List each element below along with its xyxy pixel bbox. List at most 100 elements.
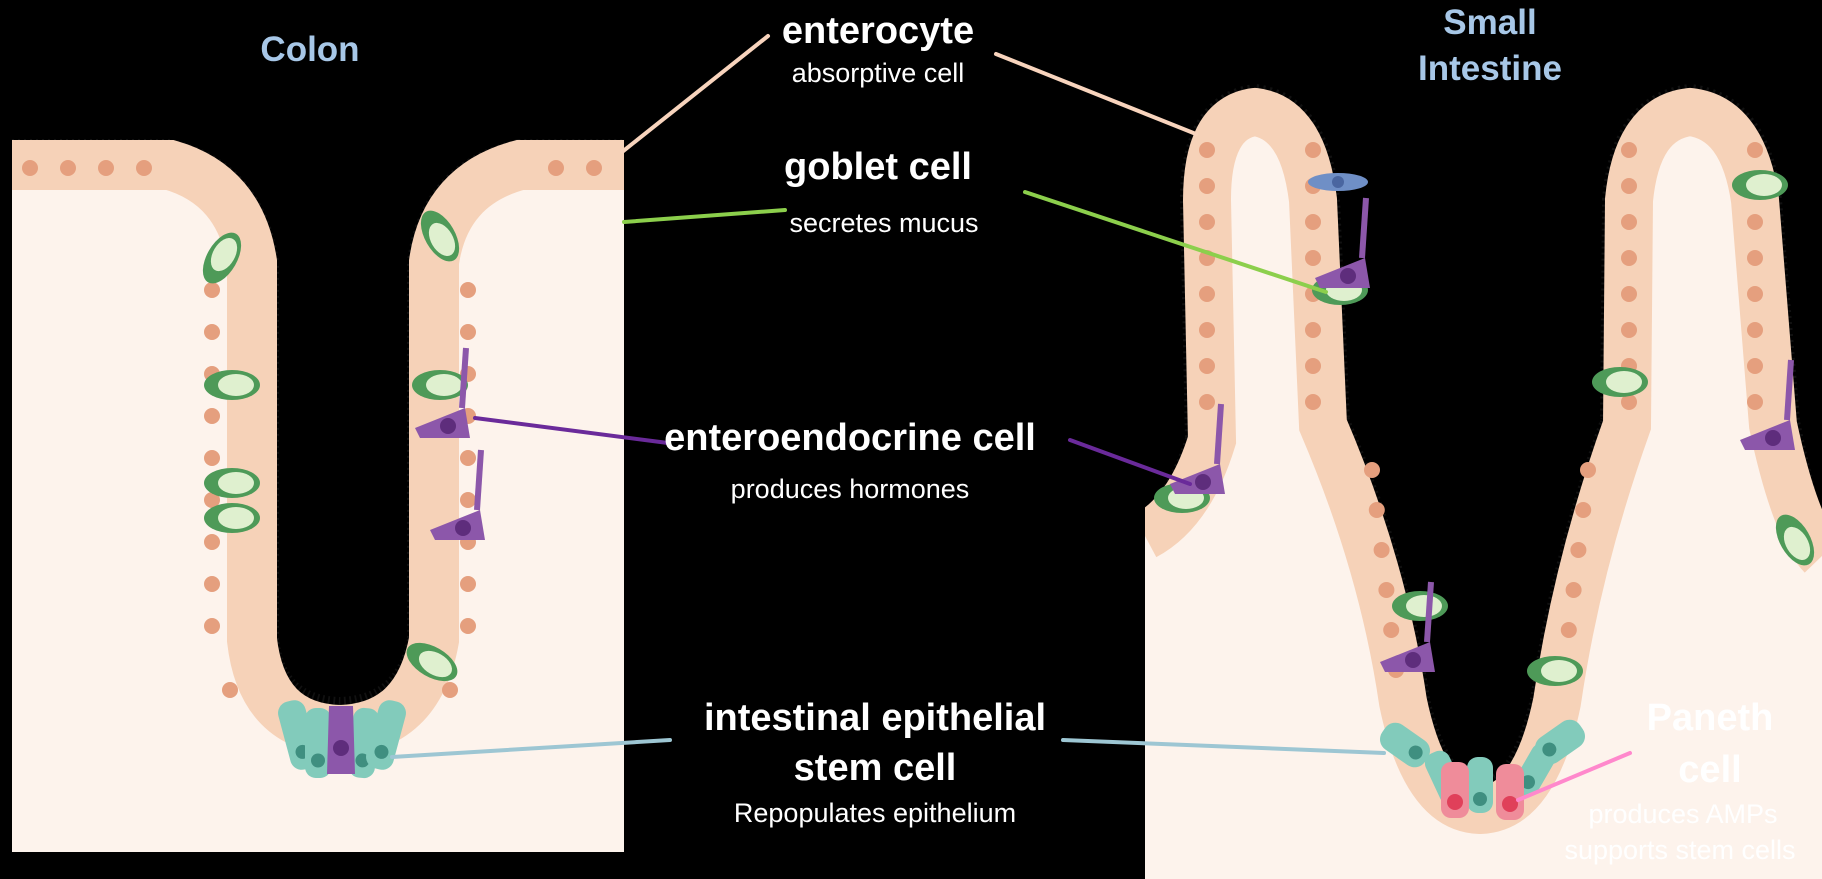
enterocyte-nucleus [586, 160, 602, 176]
enterocyte-description: absorptive cell [758, 58, 998, 89]
goblet-cell [1592, 367, 1648, 397]
enterocyte-nucleus [1747, 250, 1763, 266]
enterocyte-nucleus [60, 160, 76, 176]
goblet-cell-granules [1541, 660, 1577, 682]
enterocyte-nucleus [204, 282, 220, 298]
stem-cell-nucleus [1473, 792, 1487, 806]
enterocyte-nucleus [1199, 286, 1215, 302]
paneth-cell-description-line1: produces AMPs [1548, 799, 1818, 830]
enterocyte-nucleus [1199, 142, 1215, 158]
enterocyte-nucleus [1747, 322, 1763, 338]
stem-cell-label-line2: stem cell [690, 747, 1060, 790]
enterocyte-nucleus [1747, 358, 1763, 374]
enteroendocrine-cell-process [1787, 360, 1791, 420]
enterocyte-nucleus [1199, 178, 1215, 194]
enterocyte-label: enterocyte [758, 10, 998, 53]
stem-cell [305, 708, 331, 778]
enterocyte-nucleus [460, 618, 476, 634]
enterocyte-nucleus [548, 160, 564, 176]
enterocyte-nucleus [1305, 214, 1321, 230]
enteroendocrine-cell-label: enteroendocrine cell [660, 417, 1040, 460]
goblet-cell-granules [1746, 174, 1782, 196]
stem-cell [1467, 757, 1493, 813]
stem-cell-description: Repopulates epithelium [690, 798, 1060, 829]
stem-cell-nucleus [311, 754, 325, 768]
goblet-cell-granules [1606, 371, 1642, 393]
enterocyte-nucleus [1747, 214, 1763, 230]
enterocyte-nucleus [204, 576, 220, 592]
paneth-cell-label-line2: cell [1620, 749, 1800, 792]
enterocyte-nucleus [98, 160, 114, 176]
goblet-cell [1527, 656, 1583, 686]
enterocyte-nucleus [1199, 394, 1215, 410]
enterocyte-nucleus [1378, 582, 1394, 598]
enterocyte-nucleus [22, 160, 38, 176]
enterocyte-nucleus [1199, 358, 1215, 374]
paneth-cell-nucleus [1447, 794, 1463, 810]
tuft-cell-nucleus [1332, 176, 1344, 188]
enterocyte-nucleus [204, 324, 220, 340]
enteroendocrine-cell-process [462, 348, 466, 408]
goblet-cell-granules [218, 472, 254, 494]
enterocyte-nucleus [222, 682, 238, 698]
enterocyte-nucleus [460, 576, 476, 592]
enteroendocrine-cell-nucleus [1340, 268, 1356, 284]
enterocyte-nucleus [1305, 142, 1321, 158]
enterocyte-nucleus [1621, 250, 1637, 266]
colon-title: Colon [240, 30, 380, 70]
small-intestine-title: Small Intestine [1380, 0, 1600, 92]
enterocyte-nucleus [1570, 542, 1586, 558]
enteroendocrine-cell-process [1217, 404, 1221, 464]
paneth-cell [1441, 762, 1469, 818]
enterocyte-nucleus [1305, 322, 1321, 338]
enterocyte-nucleus [1747, 142, 1763, 158]
enterocyte-nucleus [1621, 286, 1637, 302]
enterocyte-nucleus [204, 450, 220, 466]
enterocyte-nucleus [1364, 462, 1380, 478]
enterocyte-nucleus [1580, 462, 1596, 478]
enteroendocrine-cell-nucleus [440, 418, 456, 434]
goblet-cell-granules [426, 374, 462, 396]
goblet-cell-label: goblet cell [768, 146, 988, 189]
leader-goblet-left [624, 210, 785, 222]
enteroendocrine-cell-process [477, 450, 481, 510]
enterocyte-nucleus [1621, 322, 1637, 338]
enterocyte-nucleus [204, 618, 220, 634]
enterocyte-nucleus [1575, 502, 1591, 518]
goblet-cell [412, 370, 468, 400]
stem-cell-label-line1: intestinal epithelial [690, 697, 1060, 740]
enterocyte-nucleus [1305, 394, 1321, 410]
enterocyte-nucleus [204, 534, 220, 550]
enteroendocrine-cell-nucleus [455, 520, 471, 536]
goblet-cell [204, 503, 260, 533]
enterocyte-nucleus [1305, 358, 1321, 374]
enterocyte-nucleus [136, 160, 152, 176]
enterocyte-nucleus [442, 682, 458, 698]
goblet-cell [204, 468, 260, 498]
enteroendocrine-cell-nucleus [1195, 474, 1211, 490]
crypt-base-enteroendocrine-nucleus [333, 740, 349, 756]
enterocyte-nucleus [1374, 542, 1390, 558]
enterocyte-nucleus [1383, 622, 1399, 638]
enterocyte-nucleus [1747, 394, 1763, 410]
goblet-cell [204, 370, 260, 400]
enterocyte-nucleus [460, 492, 476, 508]
enterocyte-nucleus [204, 408, 220, 424]
enterocyte-nucleus [1199, 322, 1215, 338]
tuft-cell [1308, 173, 1368, 191]
small-intestine-title-text: Small Intestine [1418, 3, 1562, 88]
goblet-cell [1392, 591, 1448, 621]
paneth-cell-nucleus [1502, 796, 1518, 812]
goblet-cell-description: secretes mucus [768, 208, 1000, 239]
enterocyte-nucleus [1566, 582, 1582, 598]
enteroendocrine-cell-process [1427, 582, 1431, 642]
enteroendocrine-cell-process [1362, 198, 1366, 258]
enterocyte-nucleus [1369, 502, 1385, 518]
enteroendocrine-cell-nucleus [1405, 652, 1421, 668]
enterocyte-nucleus [1305, 250, 1321, 266]
enterocyte-nucleus [460, 282, 476, 298]
enterocyte-nucleus [1621, 178, 1637, 194]
enterocyte-nucleus [1621, 142, 1637, 158]
goblet-cell-granules [218, 374, 254, 396]
enterocyte-nucleus [1621, 214, 1637, 230]
